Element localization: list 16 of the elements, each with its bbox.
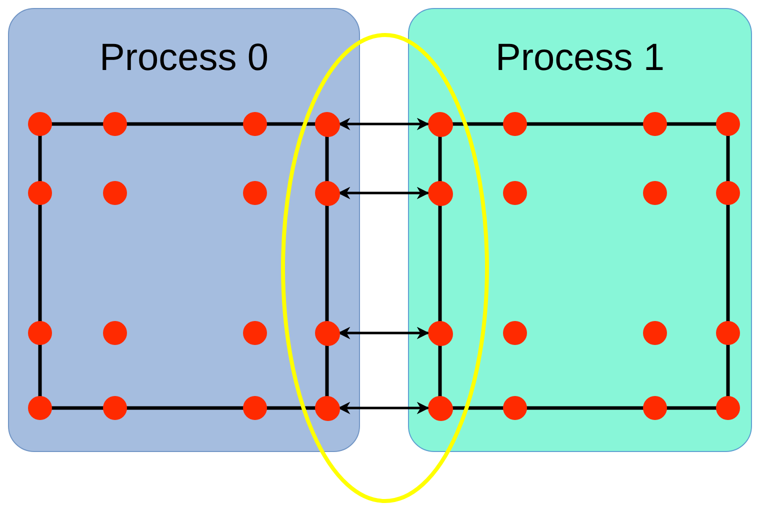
grid-point xyxy=(316,113,340,137)
double-arrow xyxy=(338,326,430,340)
grid-point xyxy=(316,182,340,206)
process-panel xyxy=(408,8,752,452)
grid-point xyxy=(429,397,453,421)
process-panel xyxy=(8,8,360,452)
grid-point xyxy=(429,113,453,137)
grid-point xyxy=(316,397,340,421)
double-arrow xyxy=(338,402,430,414)
grid-point xyxy=(429,322,453,346)
grid-point xyxy=(316,322,340,346)
process-title: Process 0 xyxy=(100,37,268,79)
grid-point xyxy=(429,182,453,206)
process-title: Process 1 xyxy=(496,37,664,79)
double-arrow xyxy=(338,186,430,200)
double-arrow xyxy=(338,118,430,130)
